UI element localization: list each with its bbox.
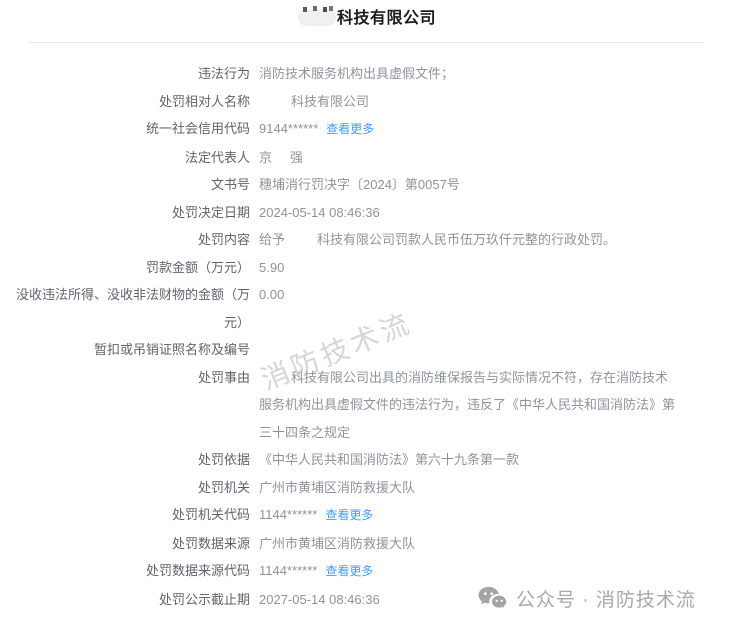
wechat-icon bbox=[478, 586, 507, 611]
row-label-penalty-authority: 处罚机关 bbox=[197, 479, 250, 495]
row-illegal-act: 违法行为消防技术服务机构出具虚假文件； bbox=[0, 60, 734, 88]
row-label-authority-code: 处罚机关代码 bbox=[171, 507, 250, 522]
value-text: 消防技术服务机构出具虚假文件； bbox=[259, 66, 455, 81]
row-label-document-number: 文书号 bbox=[210, 177, 250, 192]
row-publicity-deadline: 处罚公示截止期 2027-05-14 08:46:36 bbox=[0, 586, 734, 614]
header-divider bbox=[30, 42, 704, 43]
row-value-data-source-code: 1144****** 查看更多 bbox=[259, 557, 373, 586]
view-more-link[interactable]: 查看更多 bbox=[326, 122, 375, 136]
value-text: 科技有限公司出具的消防维保报告与实际情况不符，存在消防技术服务机构出具虚假文件的… bbox=[259, 369, 676, 440]
value-text: 广州市黄埔区消防救援大队 bbox=[259, 535, 416, 551]
value-text: 京 bbox=[259, 149, 273, 165]
row-value-publicity-deadline: 2027-05-14 08:46:36 bbox=[259, 586, 380, 614]
redacted-text bbox=[272, 151, 291, 162]
row-value-decision-date: 2024-05-14 08:46:36 bbox=[259, 199, 380, 227]
row-label-decision-date: 处罚决定日期 bbox=[171, 204, 250, 220]
row-data-source-code: 处罚数据来源代码 1144****** 查看更多 bbox=[0, 557, 734, 586]
value-text: 给予 bbox=[259, 232, 286, 247]
row-value-credit-code: 9144****** 查看更多 bbox=[259, 115, 374, 144]
value-text: 5.90 bbox=[259, 259, 285, 275]
value-text: 穗埔消行罚决字〔2024〕第0057号 bbox=[259, 177, 460, 192]
row-value-authority-code: 1144****** 查看更多 bbox=[259, 501, 373, 530]
company-title-text: 科技有限公司 bbox=[336, 10, 436, 27]
row-decision-date: 处罚决定日期 2024-05-14 08:46:36 bbox=[0, 199, 734, 227]
value-text: 0.00 bbox=[259, 287, 285, 302]
redacted-text bbox=[285, 234, 318, 244]
row-value-penalty-reason: 科技有限公司出具的消防维保报告与实际情况不符，存在消防技术服务机构出具虚假文件的… bbox=[259, 364, 679, 447]
value-text: 《中华人民共和国消防法》第六十九条第一款 bbox=[259, 452, 520, 467]
row-license-revocation: 暂扣或吊销证照名称及编号 bbox=[0, 336, 734, 364]
row-label-penalized-party-name: 处罚相对人名称 bbox=[158, 93, 250, 109]
row-value-legal-representative: 京强 bbox=[259, 144, 303, 172]
value-text: 2027-05-14 08:46:36 bbox=[259, 591, 380, 607]
row-data-source: 处罚数据来源广州市黄埔区消防救援大队 bbox=[0, 530, 734, 558]
row-value-penalty-authority: 广州市黄埔区消防救援大队 bbox=[259, 474, 415, 502]
value-text: 广州市黄埔区消防救援大队 bbox=[259, 479, 416, 495]
value-text: 1144****** bbox=[259, 507, 318, 522]
value-text: 强 bbox=[290, 149, 304, 165]
row-value-penalty-content: 给予 科技有限公司罚款人民币伍万玖仟元整的行政处罚。 bbox=[259, 226, 616, 254]
row-penalized-party-name: 处罚相对人名称 科技有限公司 bbox=[0, 88, 734, 116]
row-value-fine-amount: 5.90 bbox=[259, 254, 284, 282]
value-text: 1144****** bbox=[259, 563, 318, 578]
row-value-penalty-basis: 《中华人民共和国消防法》第六十九条第一款 bbox=[259, 446, 519, 474]
row-penalty-basis: 处罚依据《中华人民共和国消防法》第六十九条第一款 bbox=[0, 446, 734, 474]
row-label-license-revocation: 暂扣或吊销证照名称及编号 bbox=[93, 342, 250, 357]
row-penalty-reason: 处罚事由科技有限公司出具的消防维保报告与实际情况不符，存在消防技术服务机构出具虚… bbox=[0, 364, 734, 447]
view-more-link[interactable]: 查看更多 bbox=[325, 508, 374, 522]
value-text: 9144****** bbox=[259, 121, 319, 136]
row-credit-code: 统一社会信用代码 9144****** 查看更多 bbox=[0, 115, 734, 144]
row-label-data-source: 处罚数据来源 bbox=[171, 535, 250, 551]
row-label-publicity-deadline: 处罚公示截止期 bbox=[158, 591, 250, 607]
value-text: 2024-05-14 08:46:36 bbox=[259, 204, 380, 220]
row-value-illegal-act: 消防技术服务机构出具虚假文件； bbox=[259, 60, 454, 88]
row-confiscation-amount: 没收违法所得、没收非法财物的金额（万元） 0.00 bbox=[0, 281, 734, 336]
penalty-table: 违法行为消防技术服务机构出具虚假文件； 处罚相对人名称 科技有限公司统一社会信用代码… bbox=[0, 60, 734, 613]
row-label-data-source-code: 处罚数据来源代码 bbox=[145, 563, 250, 578]
row-authority-code: 处罚机关代码 1144****** 查看更多 bbox=[0, 501, 734, 530]
footer: 公众号 · 消防技术流 bbox=[478, 585, 696, 612]
value-text: 科技有限公司 bbox=[291, 93, 370, 109]
row-value-penalized-party-name: 科技有限公司 bbox=[259, 88, 369, 116]
row-fine-amount: 罚款金额（万元） 5.90 bbox=[0, 254, 734, 282]
row-value-confiscation-amount: 0.00 bbox=[259, 281, 284, 309]
row-penalty-content: 处罚内容给予 科技有限公司罚款人民币伍万玖仟元整的行政处罚。 bbox=[0, 226, 734, 254]
row-label-penalty-content: 处罚内容 bbox=[197, 232, 250, 247]
redacted-company-prefix bbox=[297, 7, 336, 26]
row-label-illegal-act: 违法行为 bbox=[197, 66, 250, 81]
redacted-text bbox=[259, 95, 291, 106]
footer-label: 公众号 · 消防技术流 bbox=[516, 590, 696, 611]
row-legal-representative: 法定代表人京强 bbox=[0, 144, 734, 172]
view-more-link[interactable]: 查看更多 bbox=[325, 564, 374, 578]
row-label-confiscation-amount: 没收违法所得、没收非法财物的金额（万元） bbox=[15, 287, 250, 330]
row-label-fine-amount: 罚款金额（万元） bbox=[145, 259, 250, 275]
page-title: 科技有限公司 bbox=[0, 0, 734, 30]
row-label-penalty-reason: 处罚事由 bbox=[197, 369, 250, 385]
row-label-legal-representative: 法定代表人 bbox=[184, 149, 250, 165]
redacted-text bbox=[259, 371, 291, 382]
row-label-penalty-basis: 处罚依据 bbox=[197, 452, 250, 467]
value-text: 科技有限公司罚款人民币伍万玖仟元整的行政处罚。 bbox=[317, 232, 617, 247]
row-document-number: 文书号穗埔消行罚决字〔2024〕第0057号 bbox=[0, 171, 734, 199]
row-label-credit-code: 统一社会信用代码 bbox=[145, 121, 250, 136]
row-value-data-source: 广州市黄埔区消防救援大队 bbox=[259, 530, 415, 558]
row-value-document-number: 穗埔消行罚决字〔2024〕第0057号 bbox=[259, 171, 460, 199]
row-penalty-authority: 处罚机关广州市黄埔区消防救援大队 bbox=[0, 474, 734, 502]
